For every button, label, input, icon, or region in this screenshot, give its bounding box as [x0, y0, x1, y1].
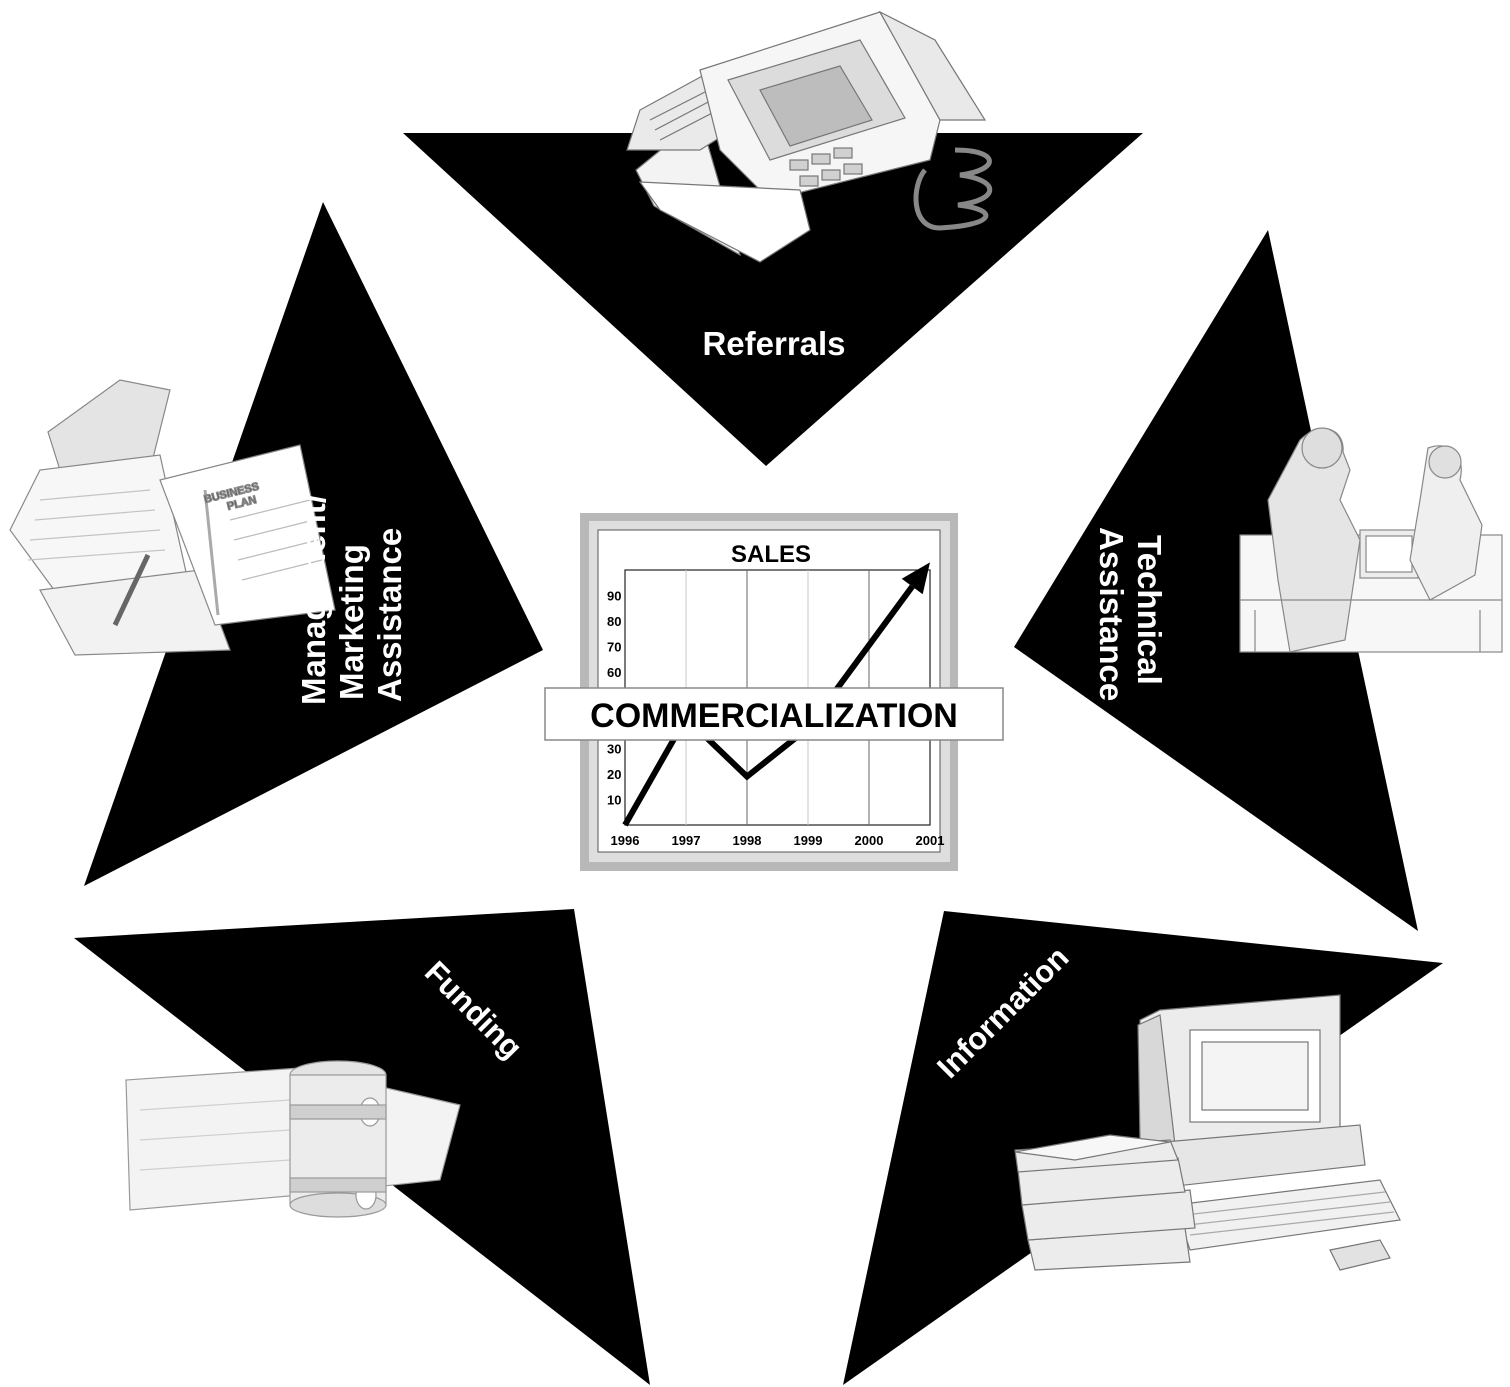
chart-x-tick-label: 1999: [794, 833, 823, 848]
management-label-line-2: Marketing: [333, 544, 370, 700]
management-label: Management/ Marketing Assistance: [295, 494, 408, 705]
money-roll-icon: [125, 1060, 461, 1218]
chart-y-tick-label: 70: [607, 640, 621, 655]
technical-assistance-label: Technical Assistance: [1093, 527, 1168, 701]
referrals-triangle: [403, 133, 1143, 466]
technical-label-line-1: Technical: [1131, 535, 1168, 685]
chart-x-tick-label: 1997: [672, 833, 701, 848]
chart-y-tick-label: 30: [607, 742, 621, 757]
telephone-icon: [626, 10, 993, 263]
chart-arrow-head: [901, 562, 930, 595]
chart-x-tick-label: 2001: [916, 833, 945, 848]
management-label-line-3: Assistance: [371, 528, 408, 702]
management-label-line-1: Management/: [295, 494, 332, 705]
workers-at-computer-icon: [1239, 427, 1503, 653]
chart-y-tick-label: 10: [607, 793, 621, 808]
referrals-label: Referrals: [702, 325, 845, 362]
chart-x-tick-label: 1998: [733, 833, 762, 848]
technical-label-line-2: Assistance: [1093, 527, 1130, 701]
commercialization-banner: [544, 687, 1004, 741]
business-plan-binder-icon: BUSINESS PLAN: [9, 379, 336, 656]
chart-series-line: [622, 584, 915, 827]
computer-and-books-icon: [1014, 994, 1401, 1271]
chart-y-tick-label: 90: [607, 589, 621, 604]
commercialization-label: COMMERCIALIZATION: [590, 697, 958, 735]
chart-y-tick-label: 60: [607, 665, 621, 680]
chart-x-tick-label: 2000: [855, 833, 884, 848]
chart-x-tick-label: 1996: [611, 833, 640, 848]
technical-assistance-triangle: [1014, 230, 1418, 931]
chart-y-tick-label: 80: [607, 614, 621, 629]
chart-y-tick-label: 20: [607, 767, 621, 782]
chart-title: SALES: [731, 541, 811, 568]
